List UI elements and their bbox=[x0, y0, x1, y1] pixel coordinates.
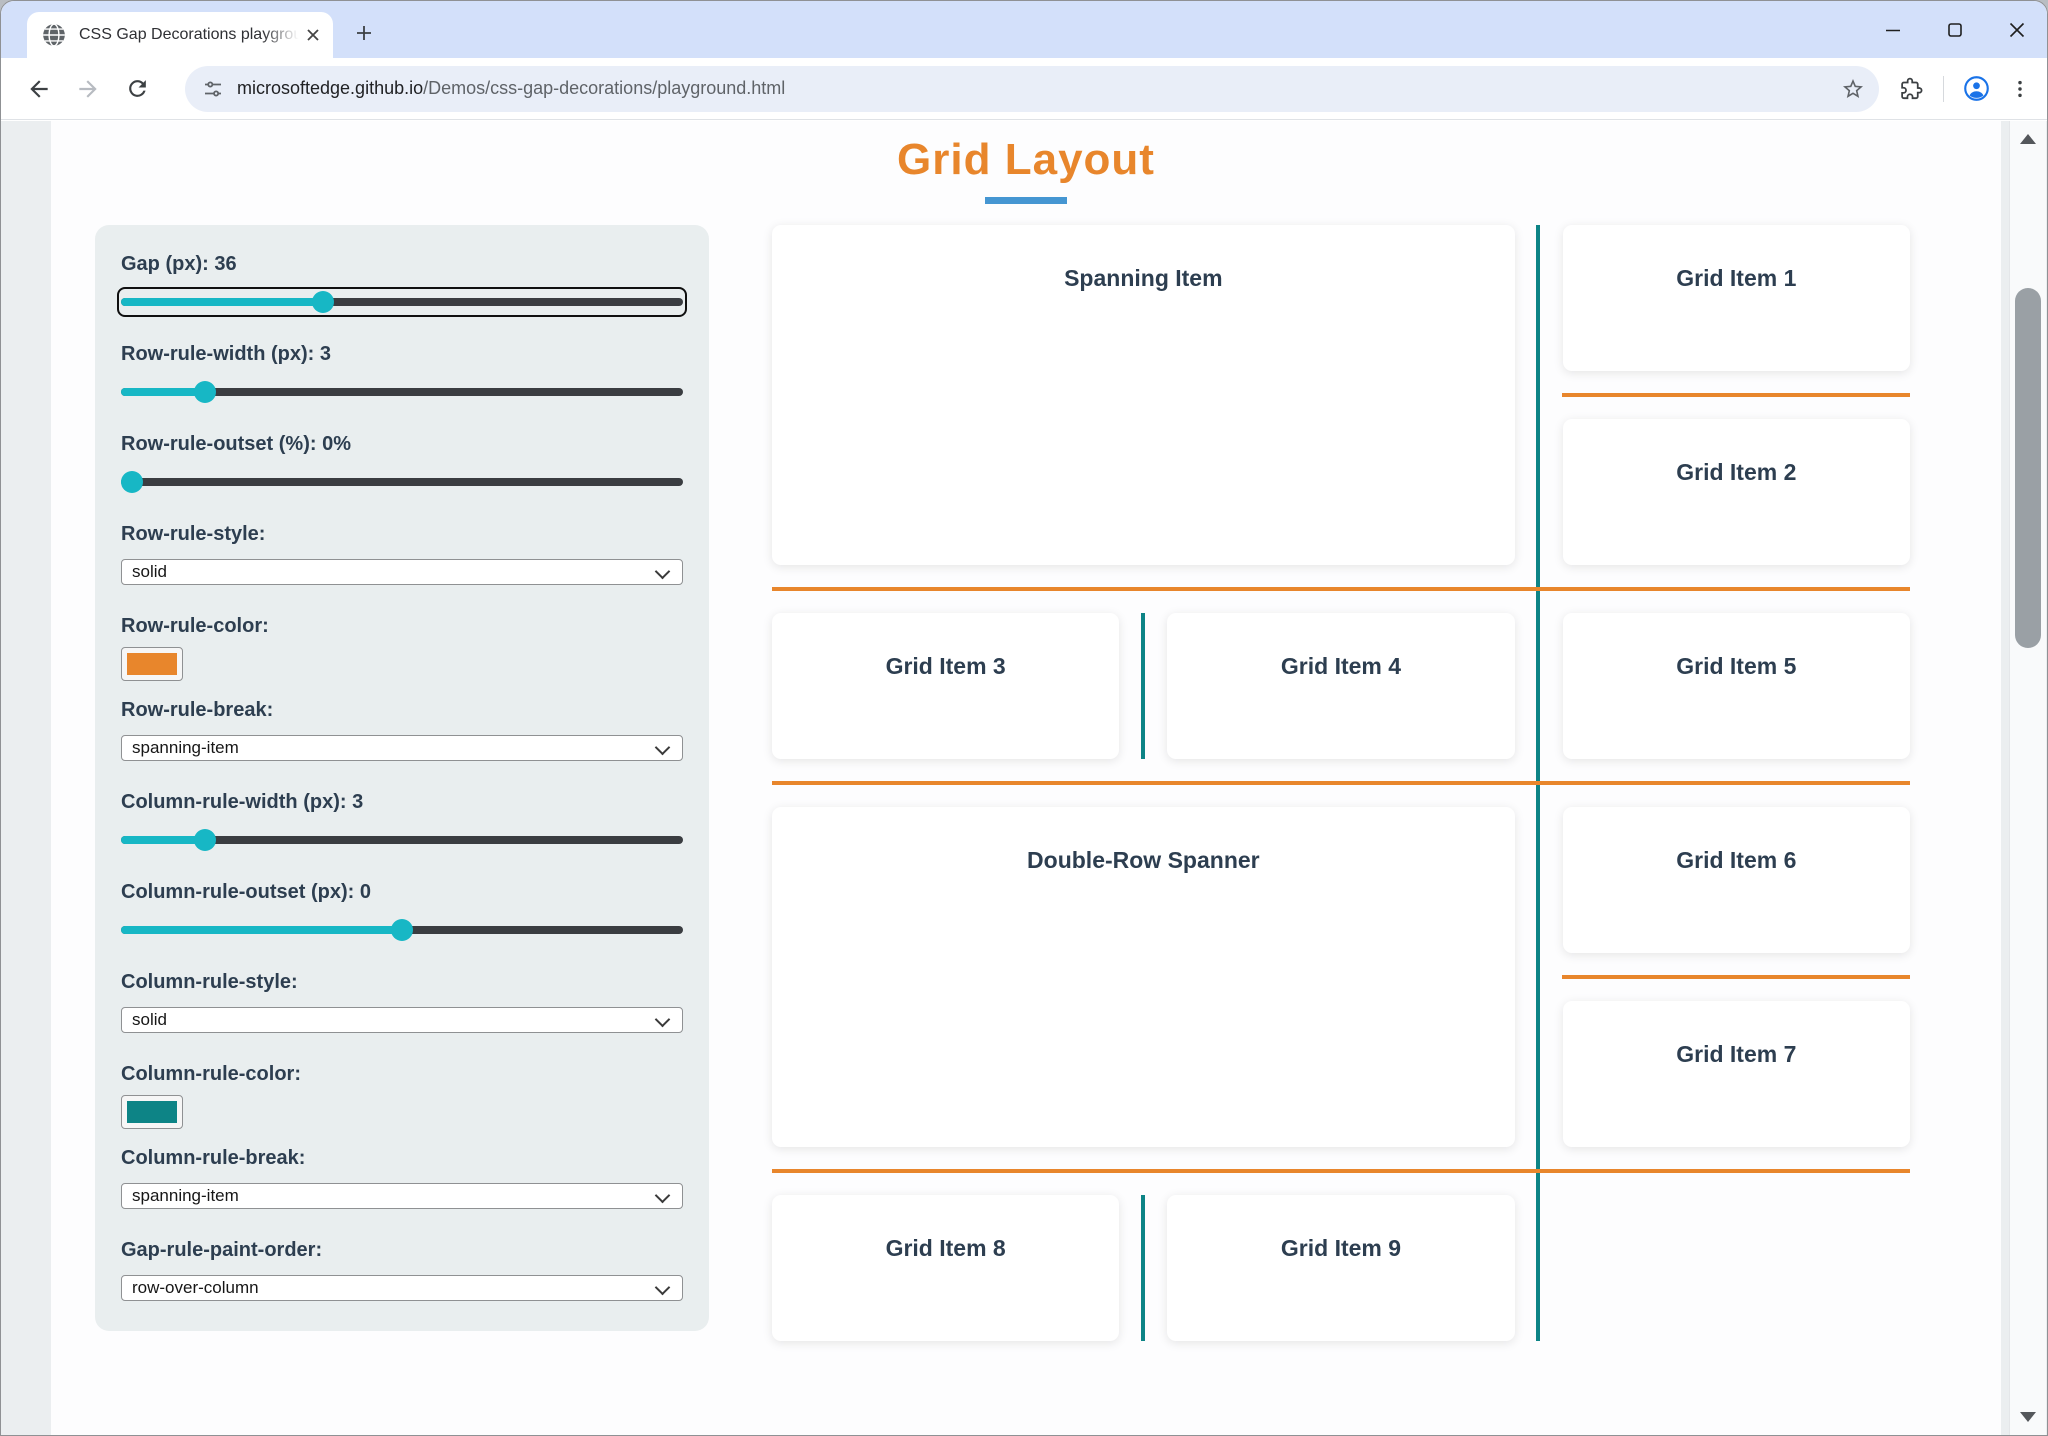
minimize-icon[interactable] bbox=[1877, 14, 1909, 46]
row-rule-width-slider[interactable] bbox=[121, 381, 683, 403]
column-rule-width-field: Column-rule-width (px): 3 bbox=[121, 789, 683, 851]
grid-item-4: Grid Item 4 bbox=[1167, 613, 1515, 759]
column-rule-width-slider[interactable] bbox=[121, 829, 683, 851]
profile-icon[interactable] bbox=[1963, 75, 1990, 102]
column-rule-outset-field: Column-rule-outset (px): 0 bbox=[121, 879, 683, 941]
url-domain: microsoftedge.github.io bbox=[237, 78, 424, 98]
slider-thumb[interactable] bbox=[194, 829, 217, 851]
tab-strip: CSS Gap Decorations playgroun bbox=[1, 1, 2047, 58]
column-rule-style-field: Column-rule-style: solid bbox=[121, 969, 683, 1033]
row-rule bbox=[1562, 975, 1910, 979]
close-window-icon[interactable] bbox=[2001, 14, 2033, 46]
scroll-up-arrow-icon[interactable] bbox=[2020, 134, 2036, 144]
active-tab[interactable]: CSS Gap Decorations playgroun bbox=[27, 12, 333, 58]
column-rule-style-label: Column-rule-style: bbox=[121, 971, 298, 993]
slider-thumb[interactable] bbox=[312, 291, 335, 313]
column-rule-color-label: Column-rule-color: bbox=[121, 1063, 301, 1085]
new-tab-button[interactable] bbox=[348, 17, 380, 49]
menu-dots-icon[interactable] bbox=[2009, 78, 2031, 100]
column-rule bbox=[1141, 613, 1145, 759]
gap-rule-paint-order-field: Gap-rule-paint-order: row-over-column bbox=[121, 1237, 683, 1301]
gap-slider[interactable] bbox=[117, 287, 687, 317]
grid-item-double-row-spanner: Double-Row Spanner bbox=[772, 807, 1515, 1147]
row-rule bbox=[772, 781, 1910, 785]
scroll-down-arrow-icon[interactable] bbox=[2020, 1412, 2036, 1422]
grid-item-8: Grid Item 8 bbox=[772, 1195, 1120, 1341]
row-rule-width-label: Row-rule-width (px): 3 bbox=[121, 343, 331, 365]
row-rule-style-select[interactable]: solid bbox=[121, 559, 683, 585]
globe-favicon-icon bbox=[43, 23, 65, 47]
reload-icon[interactable] bbox=[120, 72, 154, 106]
slider-thumb[interactable] bbox=[194, 381, 217, 403]
row-rule bbox=[772, 587, 1910, 591]
grid-item-3: Grid Item 3 bbox=[772, 613, 1120, 759]
gap-rule-paint-order-select[interactable]: row-over-column bbox=[121, 1275, 683, 1301]
slider-thumb[interactable] bbox=[121, 471, 144, 493]
vertical-scrollbar[interactable] bbox=[2009, 121, 2046, 1435]
slider-thumb[interactable] bbox=[391, 919, 413, 941]
row-rule bbox=[1562, 393, 1910, 397]
column-rule-width-label: Column-rule-width (px): 3 bbox=[121, 791, 364, 813]
tab-close-icon[interactable] bbox=[303, 25, 323, 45]
row-rule-break-select[interactable]: spanning-item bbox=[121, 735, 683, 761]
row-rule-color-field: Row-rule-color: bbox=[121, 613, 683, 681]
grid-item-6: Grid Item 6 bbox=[1562, 807, 1910, 953]
grid-item-1: Grid Item 1 bbox=[1562, 225, 1910, 371]
controls-panel: Gap (px): 36 Row-rule-width (px): 3 Row-… bbox=[95, 225, 709, 1331]
tab-title: CSS Gap Decorations playgroun bbox=[79, 26, 303, 43]
grid-item-2: Grid Item 2 bbox=[1562, 419, 1910, 565]
extensions-icon[interactable] bbox=[1899, 76, 1924, 101]
gap-field: Gap (px): 36 bbox=[117, 251, 687, 317]
url-text[interactable]: microsoftedge.github.io/Demos/css-gap-de… bbox=[237, 78, 1841, 99]
page-viewport: Grid Layout Gap (px): 36 Row-rule-width … bbox=[1, 121, 2047, 1435]
toolbar-right bbox=[1879, 75, 2047, 102]
grid-item-7: Grid Item 7 bbox=[1562, 1001, 1910, 1147]
title-underline bbox=[985, 197, 1067, 204]
column-rule-break-select[interactable]: spanning-item bbox=[121, 1183, 683, 1209]
browser-toolbar: microsoftedge.github.io/Demos/css-gap-de… bbox=[1, 58, 2047, 120]
row-rule-color-picker[interactable] bbox=[121, 647, 183, 681]
url-bar[interactable]: microsoftedge.github.io/Demos/css-gap-de… bbox=[185, 65, 1879, 112]
gap-label: Gap (px): 36 bbox=[121, 253, 237, 275]
column-rule bbox=[1141, 1195, 1145, 1341]
column-rule-break-label: Column-rule-break: bbox=[121, 1147, 306, 1169]
row-rule bbox=[772, 1169, 1910, 1173]
scrollbar-thumb[interactable] bbox=[2015, 288, 2041, 648]
page-title: Grid Layout bbox=[897, 135, 1155, 184]
site-settings-icon[interactable] bbox=[201, 77, 225, 101]
row-rule-width-field: Row-rule-width (px): 3 bbox=[121, 341, 683, 403]
column-rule-color-picker[interactable] bbox=[121, 1095, 183, 1129]
column-rule-outset-slider[interactable] bbox=[121, 919, 683, 941]
forward-arrow-icon[interactable] bbox=[71, 72, 105, 106]
back-arrow-icon[interactable] bbox=[22, 72, 56, 106]
row-rule-color-label: Row-rule-color: bbox=[121, 615, 269, 637]
demo-grid: Spanning Item Grid Item 1 Grid Item 2 Gr… bbox=[772, 225, 1910, 1341]
maximize-icon[interactable] bbox=[1939, 14, 1971, 46]
page-content: Grid Layout Gap (px): 36 Row-rule-width … bbox=[51, 121, 2001, 1435]
row-rule-style-label: Row-rule-style: bbox=[121, 523, 266, 545]
row-rule-break-field: Row-rule-break: spanning-item bbox=[121, 697, 683, 761]
grid-item-5: Grid Item 5 bbox=[1562, 613, 1910, 759]
column-rule-outset-label: Column-rule-outset (px): 0 bbox=[121, 881, 371, 903]
toolbar-divider bbox=[1943, 75, 1944, 102]
gap-rule-paint-order-label: Gap-rule-paint-order: bbox=[121, 1239, 323, 1261]
bookmark-star-icon[interactable] bbox=[1841, 77, 1865, 101]
column-rule-break-field: Column-rule-break: spanning-item bbox=[121, 1145, 683, 1209]
column-rule-color-field: Column-rule-color: bbox=[121, 1061, 683, 1129]
grid-item-9: Grid Item 9 bbox=[1167, 1195, 1515, 1341]
row-rule-outset-slider[interactable] bbox=[121, 471, 683, 493]
row-rule-style-field: Row-rule-style: solid bbox=[121, 521, 683, 585]
row-rule-outset-field: Row-rule-outset (%): 0% bbox=[121, 431, 683, 493]
url-path: /Demos/css-gap-decorations/playground.ht… bbox=[423, 78, 786, 98]
row-rule-break-label: Row-rule-break: bbox=[121, 699, 274, 721]
grid-item-spanning: Spanning Item bbox=[772, 225, 1515, 565]
column-rule-style-select[interactable]: solid bbox=[121, 1007, 683, 1033]
row-rule-outset-label: Row-rule-outset (%): 0% bbox=[121, 433, 351, 455]
window-controls bbox=[1877, 1, 2033, 58]
